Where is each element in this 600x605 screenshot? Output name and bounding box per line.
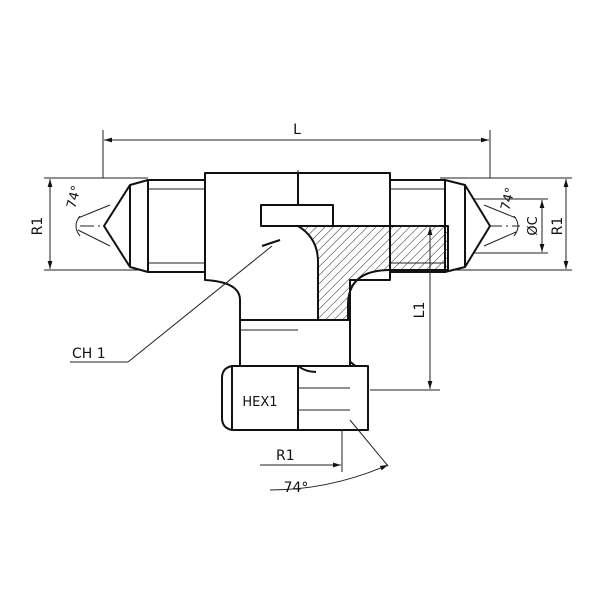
left-male-end [103, 179, 206, 273]
dimension-l1: L1 [370, 225, 440, 391]
dimension-l: L [102, 122, 491, 178]
angle-left-label: 74° [64, 184, 84, 210]
ch1-leader: CH 1 [70, 245, 273, 363]
angle-right-label: 74° [498, 186, 518, 212]
hex-label: HEX1 [242, 395, 277, 410]
ch1-label: CH 1 [72, 346, 106, 362]
angle-bottom: 74° [269, 419, 389, 496]
dimension-diameter-c-label: ØC [526, 216, 541, 235]
angle-bottom-label: 74° [284, 480, 309, 496]
hex-nut: HEX1 [221, 365, 369, 431]
dimension-l1-label: L1 [412, 302, 428, 319]
dimension-r1-bottom-label: R1 [276, 448, 295, 464]
angle-right: 74° [483, 186, 519, 247]
dimension-l-label: L [293, 122, 301, 138]
dimension-r1-left-label: R1 [30, 217, 46, 236]
angle-left: 74° [64, 184, 111, 247]
dimension-r1-right-label: R1 [550, 217, 566, 236]
lower-neck [239, 319, 351, 369]
dimension-diameter-c: ØC [470, 198, 548, 254]
dimension-r1-bottom: R1 [260, 430, 343, 472]
dimension-r1-right: R1 [440, 177, 572, 271]
dimension-r1-left: R1 [30, 177, 148, 271]
